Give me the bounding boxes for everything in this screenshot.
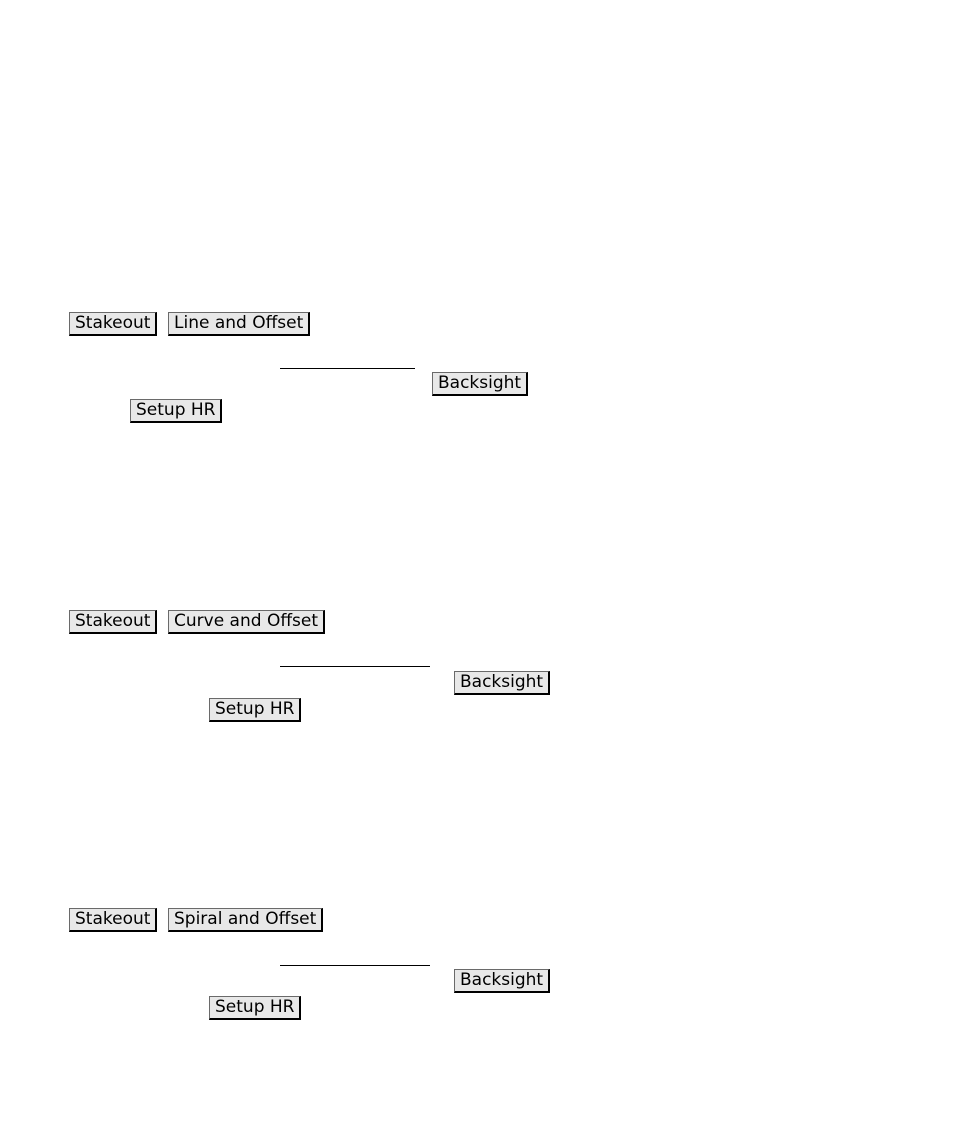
stakeout-key[interactable]: Stakeout <box>69 312 158 336</box>
blank-field-underline <box>280 666 430 667</box>
curve-and-offset-key[interactable]: Curve and Offset <box>168 610 326 634</box>
stakeout-key[interactable]: Stakeout <box>69 610 158 634</box>
setup-hr-key[interactable]: Setup HR <box>209 698 302 722</box>
setup-hr-key[interactable]: Setup HR <box>209 996 302 1020</box>
backsight-key[interactable]: Backsight <box>432 372 529 396</box>
backsight-key[interactable]: Backsight <box>454 671 551 695</box>
blank-field-underline <box>280 965 430 966</box>
spiral-and-offset-key[interactable]: Spiral and Offset <box>168 908 324 932</box>
stakeout-key[interactable]: Stakeout <box>69 908 158 932</box>
setup-hr-key[interactable]: Setup HR <box>130 399 223 423</box>
line-and-offset-key[interactable]: Line and Offset <box>168 312 311 336</box>
blank-field-underline <box>280 368 415 369</box>
backsight-key[interactable]: Backsight <box>454 969 551 993</box>
